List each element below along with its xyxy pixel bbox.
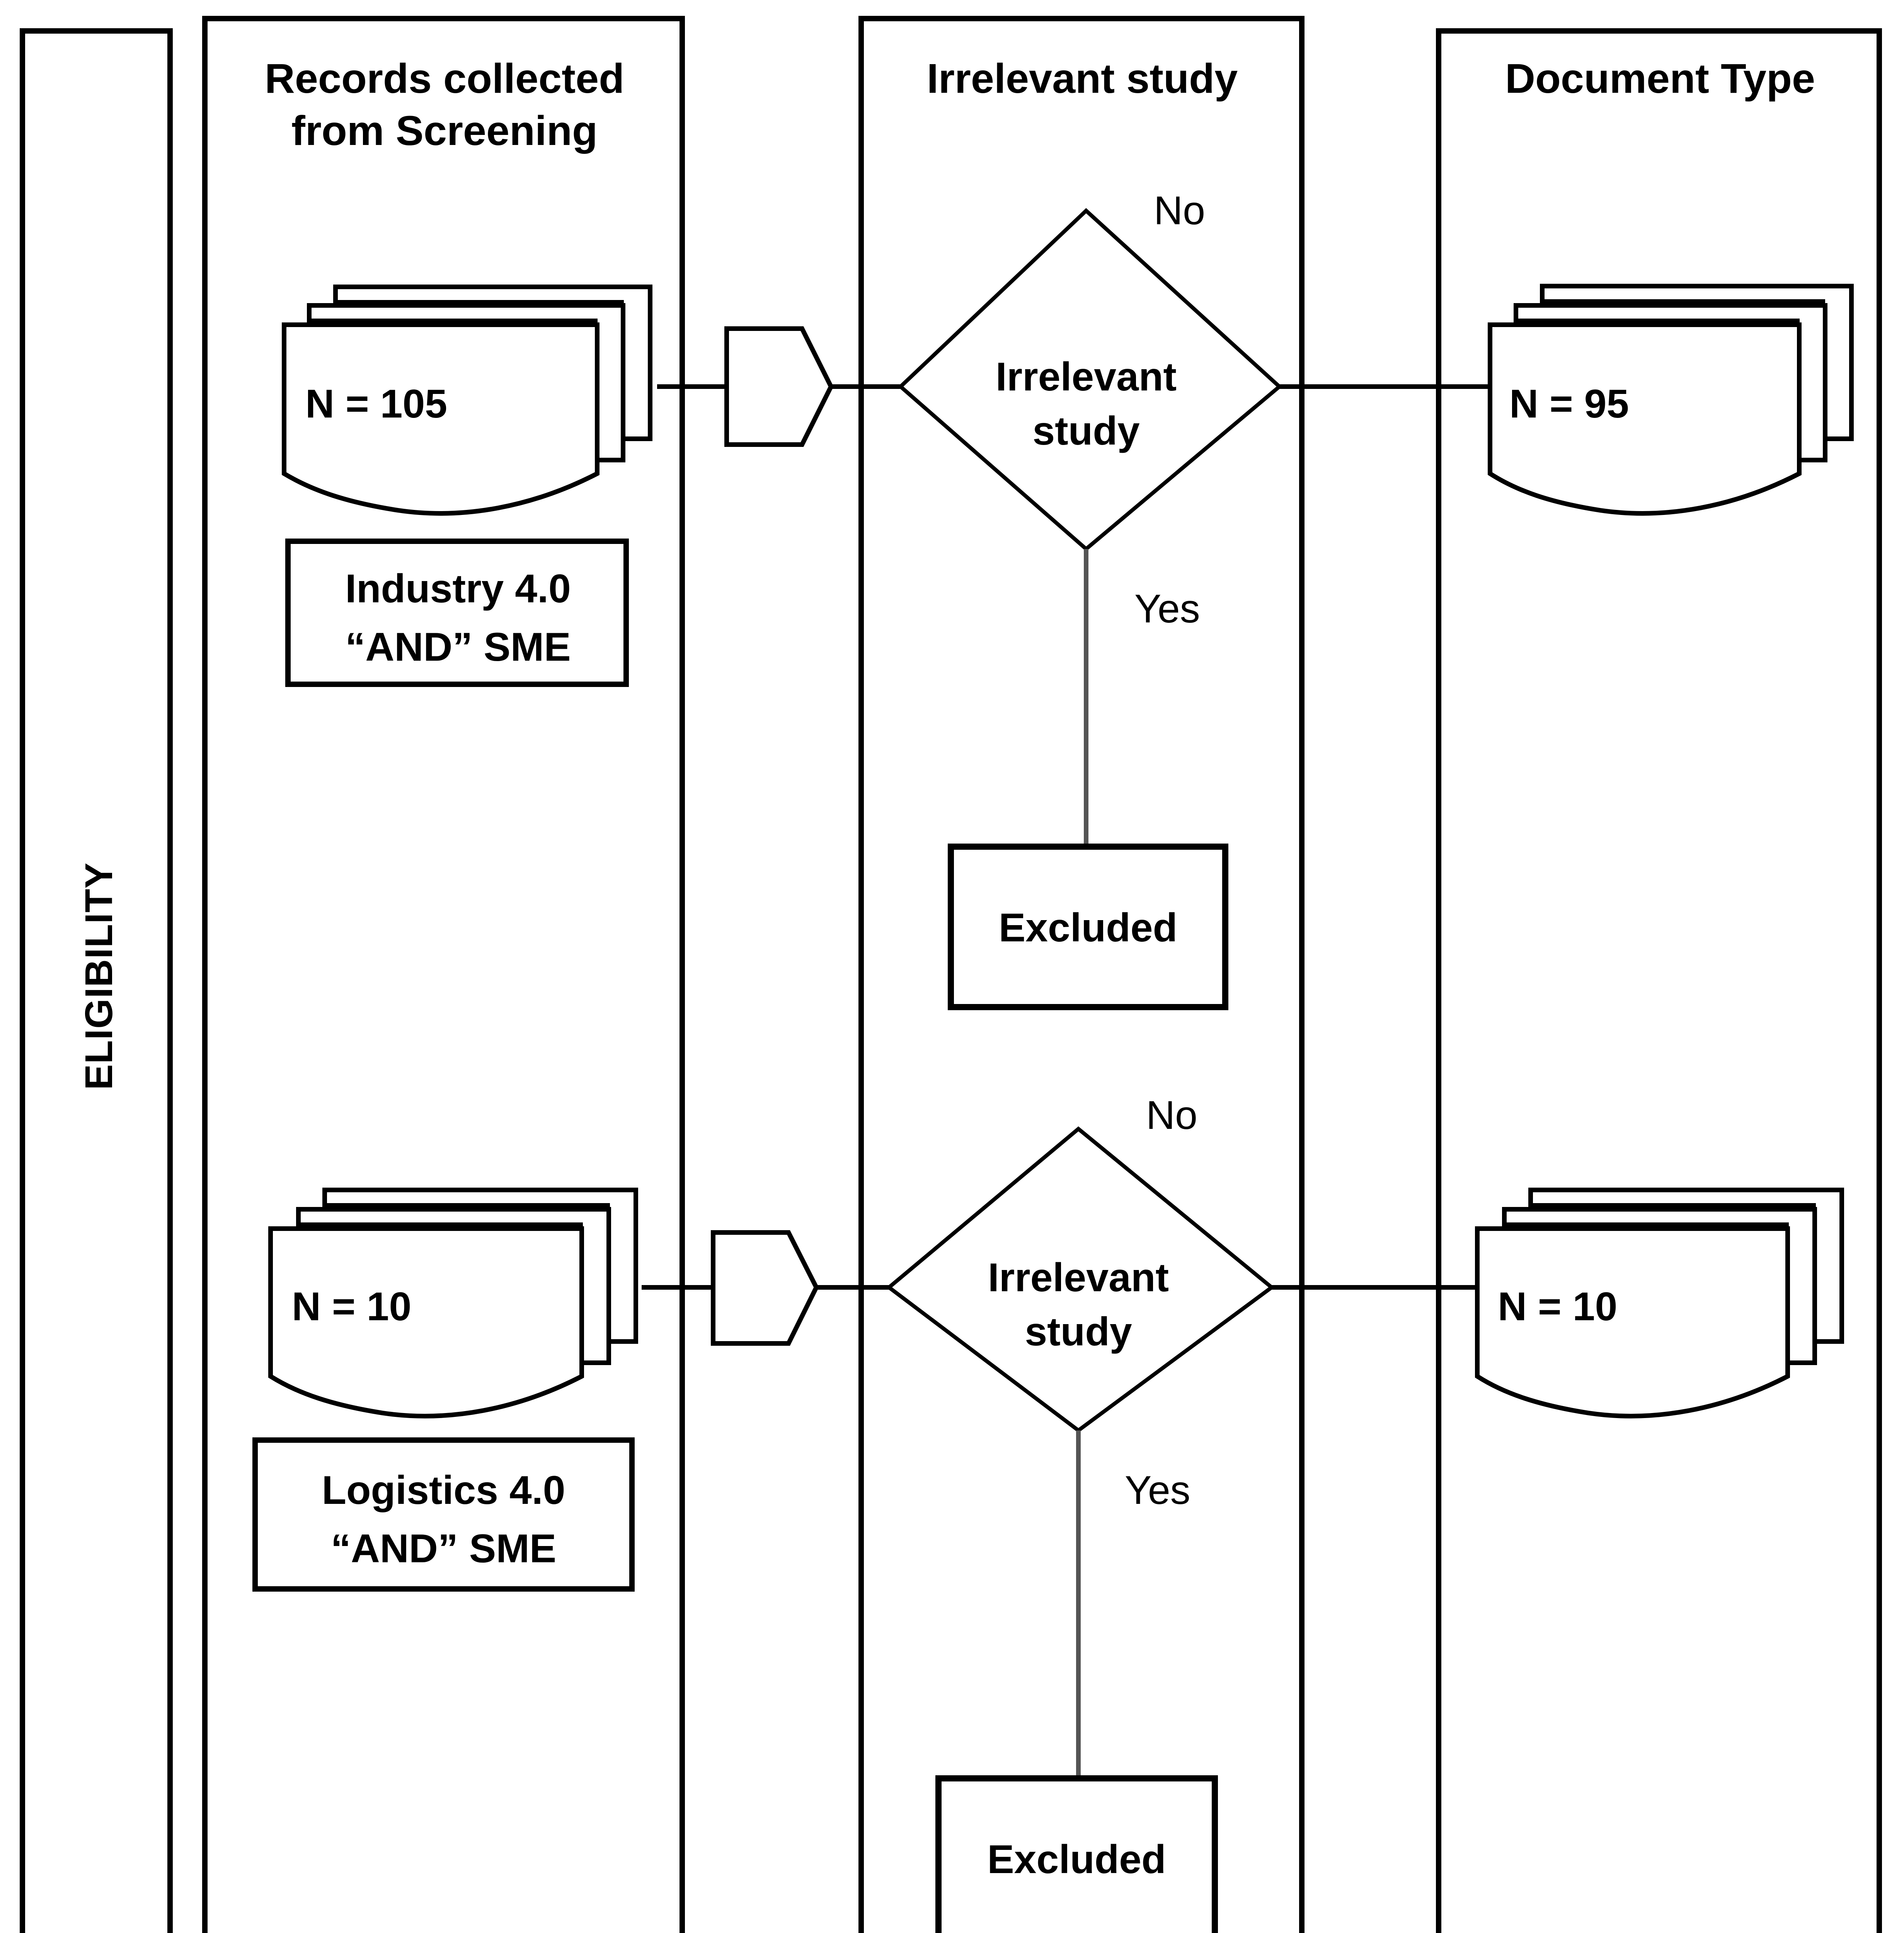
column-title-document: Document Type [1505, 55, 1815, 102]
excluded-box-1 [948, 844, 1228, 1010]
decision-label-1: Irrelevant study [995, 355, 1177, 454]
source-document-label-2: N = 10 [292, 1284, 412, 1329]
result-document-stack-2 [1475, 1188, 1844, 1418]
query-box-2 [252, 1437, 635, 1592]
query-box-label-1: Industry 4.0 “AND” SME [345, 566, 571, 670]
query-box-1 [285, 539, 629, 687]
column-title-irrelevant: Irrelevant study [926, 55, 1238, 102]
query-box-label-2: Logistics 4.0 “AND” SME [322, 1468, 565, 1571]
branch-label-yes-2: Yes [1125, 1468, 1190, 1513]
branch-label-no-2: No [1146, 1093, 1197, 1138]
result-document-label-1: N = 95 [1509, 382, 1629, 426]
merge-connector-1 [724, 326, 834, 447]
result-document-stack-1 [1488, 284, 1854, 516]
column-frame-eligibility [20, 28, 173, 1933]
branch-label-no-1: No [1154, 188, 1205, 233]
branch-label-yes-1: Yes [1134, 586, 1200, 631]
excluded-label-1: Excluded [998, 905, 1178, 950]
source-document-stack-1 [282, 285, 652, 516]
stage-label-eligibility: ELIGIBILITY [77, 862, 121, 1090]
excluded-box-2 [935, 1775, 1218, 1933]
source-document-stack-2 [268, 1188, 638, 1418]
result-document-label-2: N = 10 [1498, 1284, 1618, 1329]
excluded-label-2: Excluded [987, 1837, 1166, 1882]
decision-label-2: Irrelevant study [988, 1255, 1169, 1355]
merge-connector-2 [711, 1230, 819, 1346]
source-document-label-1: N = 105 [305, 382, 448, 426]
column-title-records: Records collected from Screening [264, 55, 625, 154]
